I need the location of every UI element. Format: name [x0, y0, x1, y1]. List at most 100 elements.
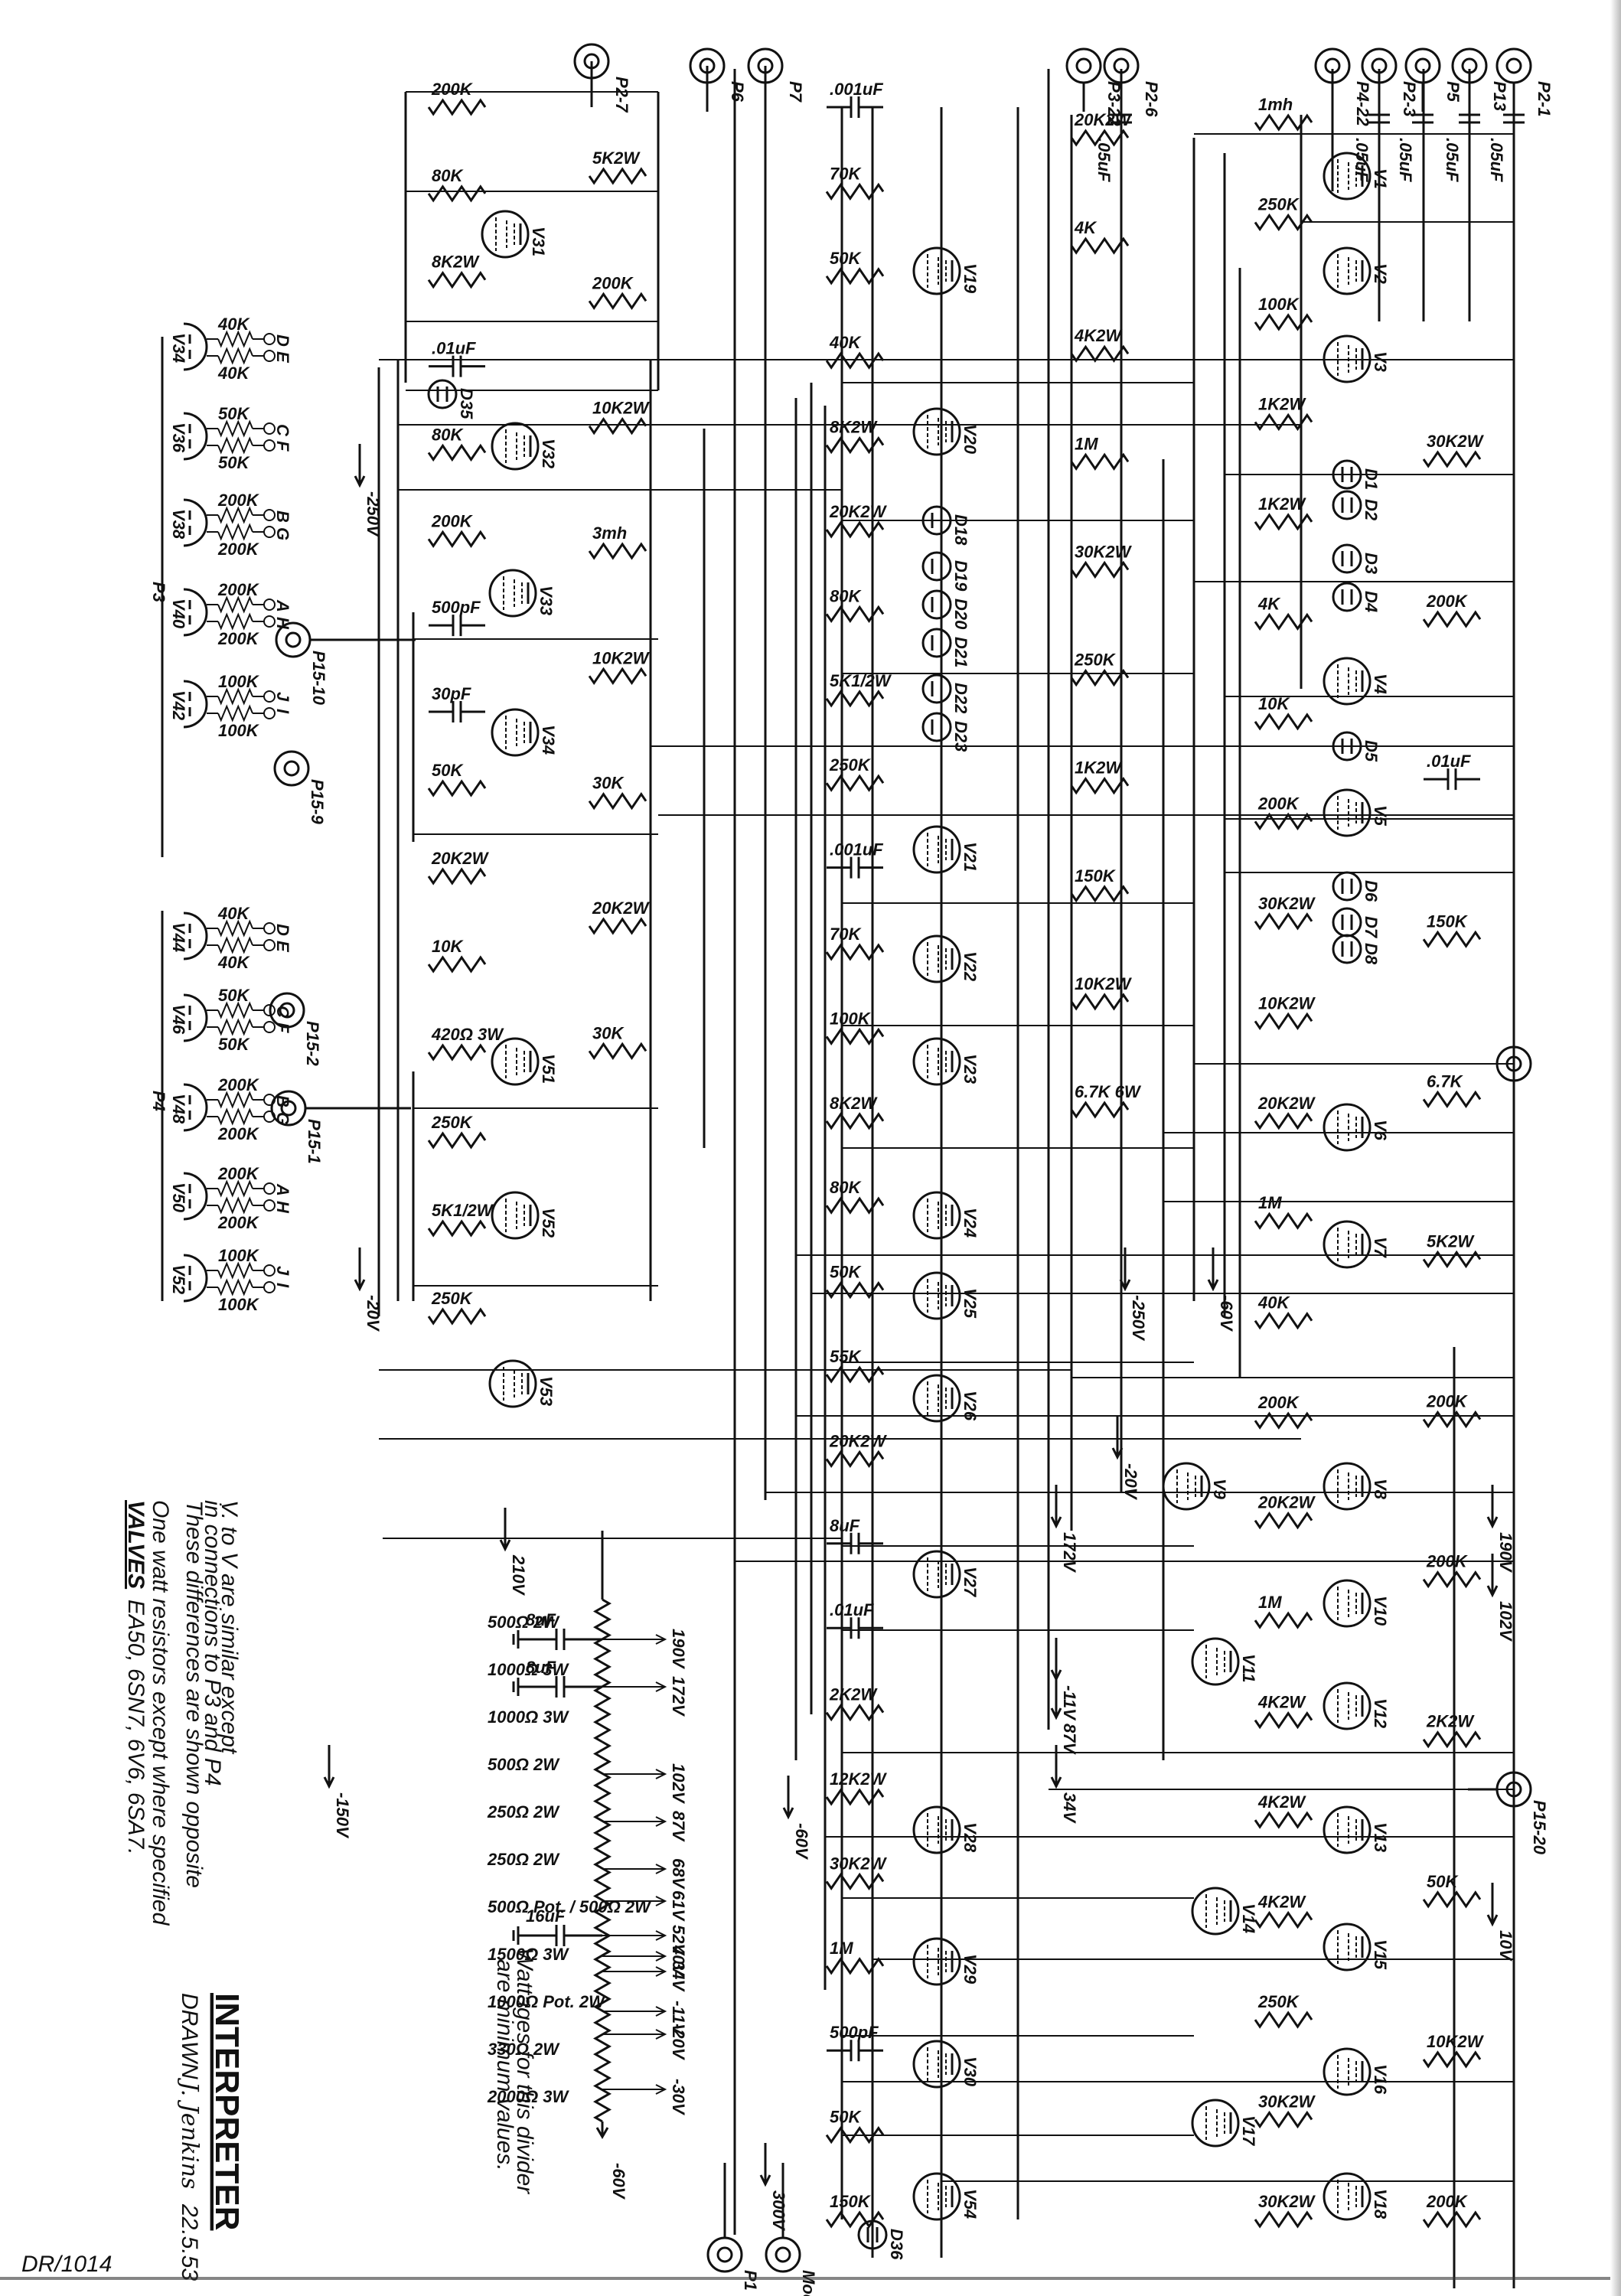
valve-label: V15 — [1371, 1939, 1390, 1970]
valve-grids — [927, 942, 947, 976]
divider-resistor-value: 1000Ω Pot. 2W — [488, 1992, 606, 2011]
component-value: 30K2W — [1258, 2192, 1316, 2211]
component: 50K — [1422, 1872, 1482, 1909]
valve-v53: V53 — [488, 1359, 556, 1408]
diode-electrodes — [931, 513, 943, 528]
divider-resistor-value: 500Ω 2W — [488, 1755, 560, 1774]
terminal — [263, 1110, 276, 1123]
component: 12K2W — [825, 1769, 888, 1806]
resistor-symbol — [592, 2025, 612, 2076]
connector-pin — [1113, 57, 1130, 74]
valve-v30: V30 — [912, 2040, 980, 2089]
component-value: 30K2W — [1258, 2092, 1316, 2112]
valve-envelope — [912, 1550, 961, 1599]
resistor-symbol — [1254, 1112, 1313, 1130]
valve-envelope — [491, 1191, 540, 1240]
supply-rail-label: 172V — [1050, 1485, 1079, 1574]
valve-envelope — [491, 422, 540, 471]
capacitor-symbol — [429, 355, 485, 377]
supply-voltage: -11V — [1060, 1685, 1079, 1721]
component-value: 200K — [1257, 794, 1300, 813]
resistor-symbol — [1254, 1212, 1313, 1230]
connector-label: P6 — [728, 81, 747, 103]
valve-table-p3: P3V3440K40KDEV3650K50KCFV38200K200KBGV40… — [149, 315, 292, 857]
component-value: 30K2W — [830, 1854, 888, 1873]
resistor-symbol — [1422, 2210, 1482, 2229]
valve-label: V21 — [961, 842, 980, 872]
valve-envelope — [1191, 1887, 1240, 1936]
supply-voltage: -20V — [1121, 1463, 1140, 1501]
divider-resistor: 330Ω 2W — [488, 2025, 612, 2076]
connector-p1: P1 — [706, 2163, 760, 2291]
component-value: 5K2W — [592, 148, 641, 168]
component: 50K — [825, 1263, 885, 1300]
plug-label: P4 — [149, 1091, 168, 1111]
resistor-symbol — [825, 1112, 885, 1130]
component: 8uF — [827, 1516, 883, 1554]
valve-v9: V9 — [1162, 1462, 1229, 1511]
resistor-value: 50K — [218, 1035, 250, 1054]
valve-envelope — [1323, 1462, 1371, 1511]
diode-envelope — [1332, 582, 1362, 612]
scan-edge-line — [0, 2277, 1621, 2280]
resistor-symbol — [1422, 1410, 1482, 1429]
arrow-icon — [602, 2029, 667, 2040]
valve-grids — [1337, 1813, 1357, 1847]
component: 2K2W — [825, 1685, 885, 1722]
connector-pin — [1414, 57, 1431, 74]
valve-grids — [927, 1945, 947, 1978]
terminal-label: D — [273, 924, 292, 936]
diode-electrodes — [1341, 589, 1353, 605]
component-value: 80K — [830, 1178, 862, 1197]
supply-voltage: -250V — [364, 491, 383, 538]
supply-rail-label: -11V — [1050, 1638, 1079, 1721]
resistor-symbol — [1254, 812, 1313, 830]
valve-grids — [505, 1045, 525, 1078]
component-value: 5K2W — [1427, 1231, 1475, 1251]
valve-label: V20 — [961, 424, 980, 455]
component: 100K — [1254, 295, 1313, 331]
resistor-symbol — [592, 1978, 612, 2028]
valve-connection-table: P3V3440K40KDEV3650K50KCFV38200K200KBGV40… — [149, 315, 292, 1314]
arrow-icon — [602, 1966, 667, 1977]
coupling-cap-label: .05uF — [1352, 138, 1371, 182]
divider-tap: -11V — [602, 2001, 688, 2037]
terminal — [263, 598, 276, 611]
resistor-symbol — [207, 436, 264, 455]
resistor-symbol — [427, 1131, 487, 1150]
diode-label: D18 — [951, 514, 970, 546]
resistor-symbol — [825, 774, 885, 792]
divider-tap: -20V — [602, 2024, 688, 2061]
capacitor-symbol — [429, 701, 485, 722]
connector-label: P1 — [741, 2270, 760, 2291]
diode-envelope — [921, 712, 952, 742]
valve-v51: V51 — [491, 1037, 558, 1086]
component: 200K — [1422, 1392, 1482, 1429]
valve-grids — [503, 1367, 523, 1401]
valve-grids — [927, 1045, 947, 1078]
terminal-label: F — [273, 441, 292, 452]
component-value: 12K2W — [830, 1769, 888, 1789]
resistor-symbol — [1422, 450, 1482, 468]
divider-tap-voltage: 52V — [669, 1925, 688, 1956]
resistor-symbol — [207, 1018, 264, 1036]
valve-label: V9 — [1210, 1479, 1229, 1500]
arrow-icon — [1207, 1247, 1219, 1292]
component-value: 10K — [1258, 694, 1290, 713]
resistor-symbol — [1254, 513, 1313, 531]
capacitor-symbol — [827, 2040, 883, 2062]
valve-grids — [1337, 1689, 1357, 1723]
diode-envelope — [921, 589, 952, 620]
connector-label: Mod. — [799, 2270, 818, 2296]
resistor-value: 100K — [218, 1246, 260, 1265]
component: 80K — [427, 166, 487, 203]
diode-envelope — [921, 673, 952, 704]
component-value: 1K2W — [1075, 758, 1123, 778]
terminal-label: G — [273, 527, 292, 540]
valve-grids — [1337, 2055, 1357, 2089]
valve-label: V53 — [537, 1376, 556, 1406]
valve-label: V50 — [169, 1182, 188, 1213]
resistor-value: 200K — [217, 629, 260, 648]
component-value: 20K2W — [829, 1431, 888, 1450]
connector-p6: P6 — [689, 47, 747, 112]
